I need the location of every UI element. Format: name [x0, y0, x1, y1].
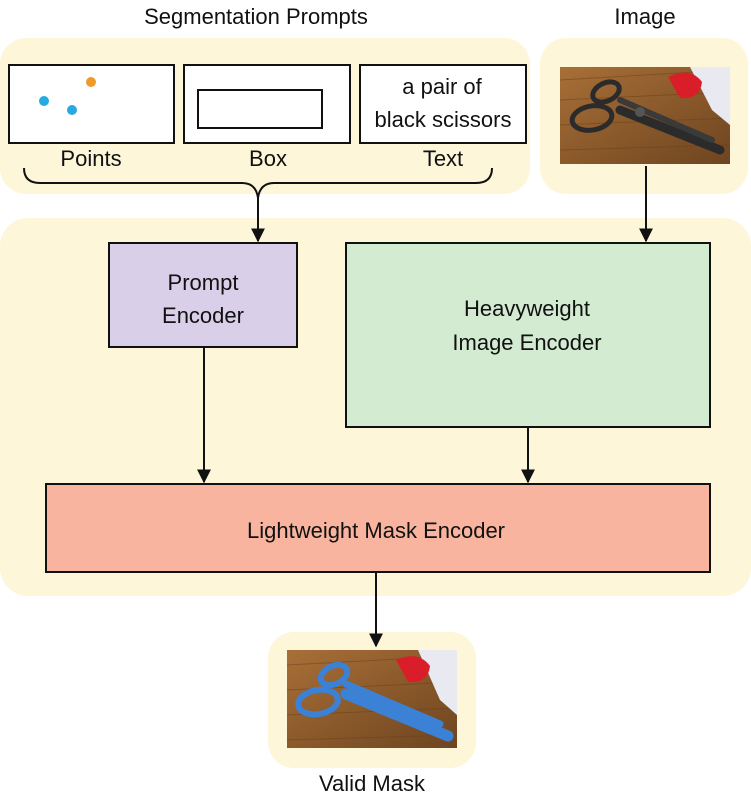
input-image-thumbnail [559, 67, 731, 164]
text-prompt-line1: a pair of [402, 74, 482, 99]
point-orange [86, 77, 96, 87]
points-label: Points [60, 146, 121, 171]
prompt-encoder-line1: Prompt [168, 270, 239, 295]
text-prompt-line2: black scissors [375, 107, 512, 132]
points-prompt-box [8, 64, 175, 144]
box-label: Box [249, 146, 287, 171]
prompt-encoder-line2: Encoder [162, 303, 244, 328]
image-title: Image [614, 4, 675, 29]
text-prompt-box [359, 64, 527, 144]
text-label: Text [423, 146, 463, 171]
point-blue-2 [67, 105, 77, 115]
image-encoder-line1: Heavyweight [464, 296, 590, 321]
image-encoder-line2: Image Encoder [452, 330, 601, 355]
box-prompt-rect [197, 89, 323, 129]
mask-encoder-box [45, 483, 711, 573]
valid-mask-thumbnail [286, 650, 458, 748]
valid-mask-label: Valid Mask [319, 771, 426, 796]
image-encoder-box [345, 242, 711, 428]
mask-encoder-label: Lightweight Mask Encoder [247, 518, 505, 543]
point-blue-1 [39, 96, 49, 106]
prompts-title: Segmentation Prompts [144, 4, 368, 29]
prompt-encoder-box [108, 242, 298, 348]
